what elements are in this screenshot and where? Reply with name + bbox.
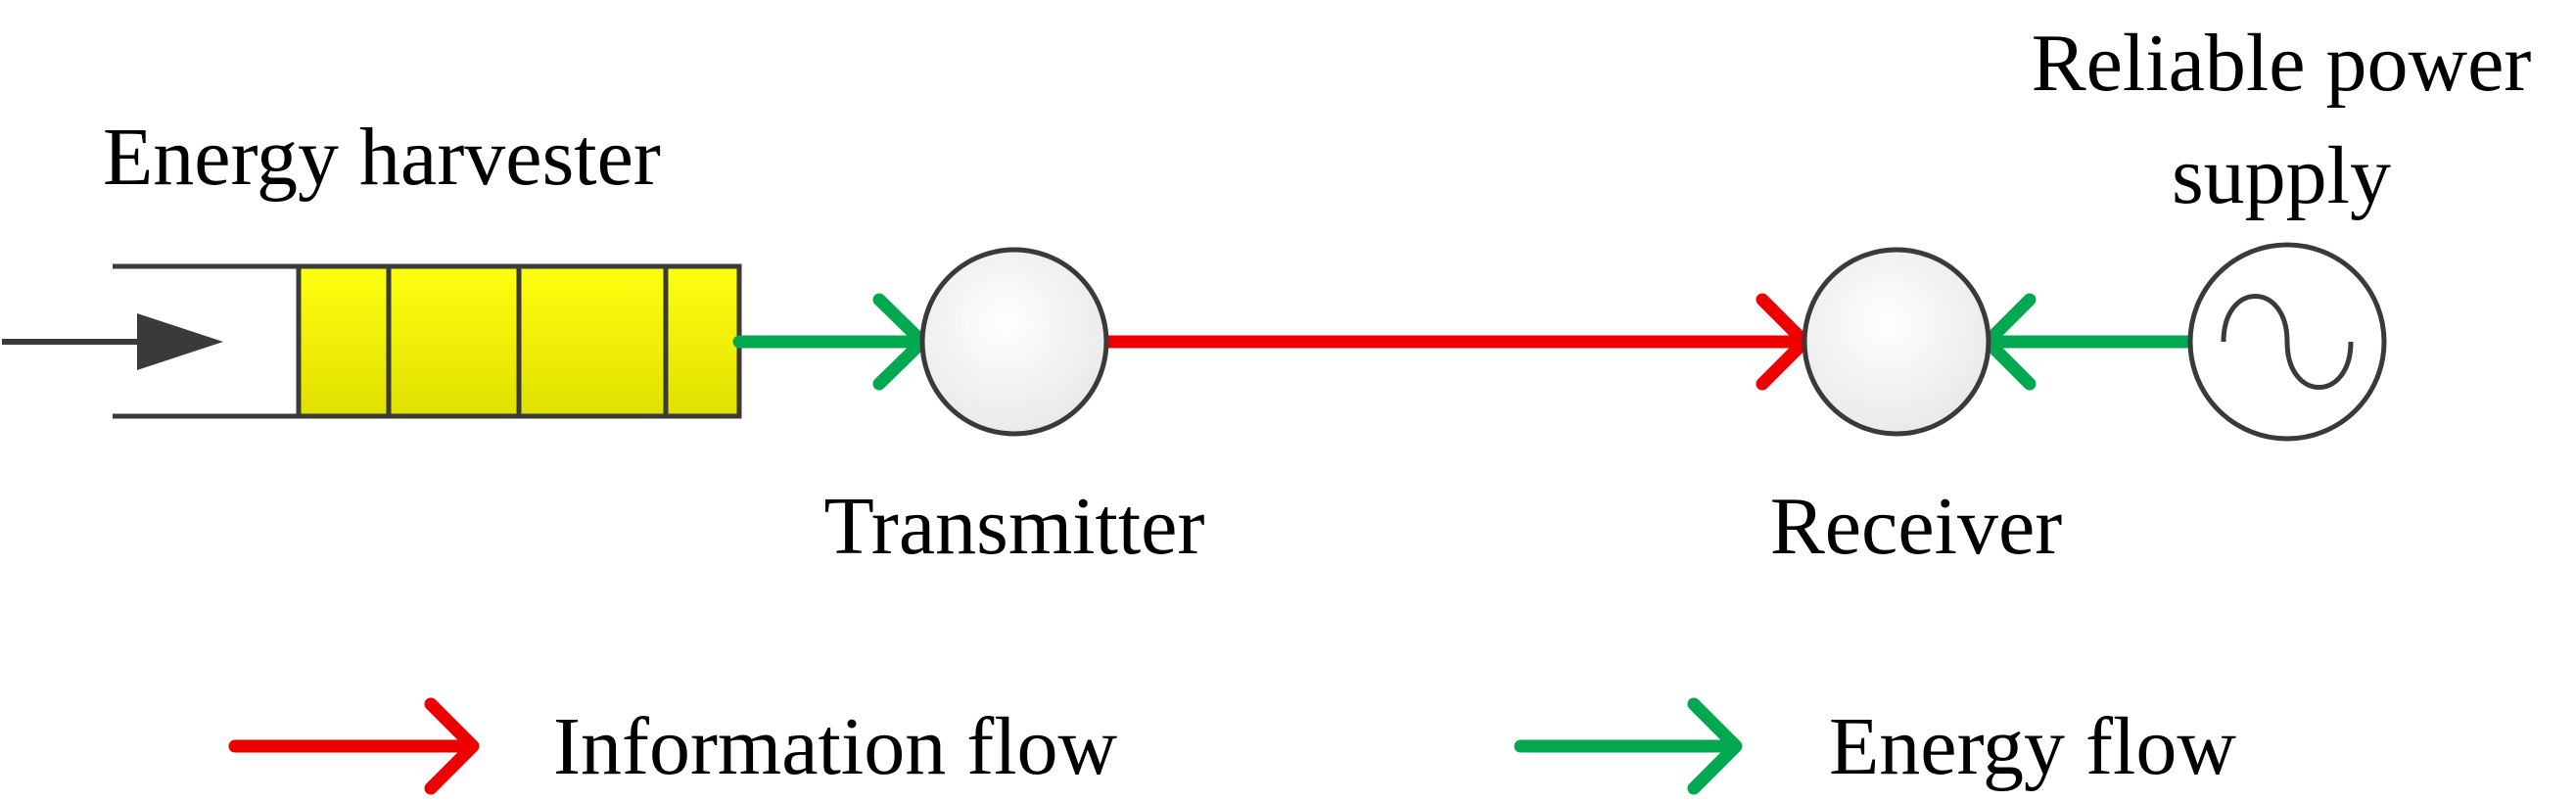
legend-energy-flow-label: Energy flow bbox=[1829, 701, 2236, 792]
receiver-node bbox=[1802, 247, 1991, 437]
energy-flow-arrow-supply-to-receiver bbox=[1981, 293, 2197, 391]
energy-harvester-label: Energy harvester bbox=[103, 112, 661, 203]
transmitter-node bbox=[919, 247, 1109, 437]
transmitter-label: Transmitter bbox=[824, 481, 1205, 572]
input-arrow bbox=[2, 313, 223, 370]
battery-icon bbox=[296, 263, 742, 419]
legend-information-flow-label: Information flow bbox=[553, 701, 1118, 792]
information-flow-arrow-transmitter-to-receiver bbox=[1100, 293, 1811, 391]
receiver-label: Receiver bbox=[1770, 481, 2062, 572]
legend: Information flow Energy flow bbox=[228, 697, 2236, 795]
energy-flow-arrow-harvester-to-transmitter bbox=[732, 293, 929, 391]
power-supply-label-line2: supply bbox=[2172, 130, 2391, 221]
legend-energy-flow-swatch bbox=[1514, 697, 1743, 795]
legend-information-flow-swatch bbox=[228, 697, 480, 795]
ac-source-icon bbox=[2187, 242, 2387, 442]
harvester-buffer-outline bbox=[113, 263, 299, 419]
power-supply-label-line1: Reliable power bbox=[2032, 18, 2532, 109]
